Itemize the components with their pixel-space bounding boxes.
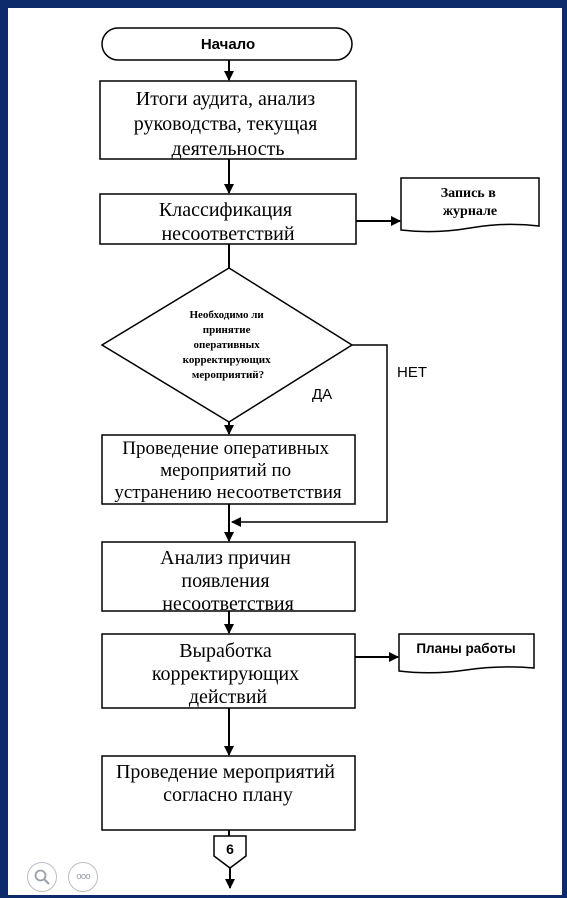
frame-border-bottom (0, 895, 567, 898)
process-operative-measures (101, 434, 356, 505)
offpage-connector (213, 835, 247, 869)
branch-no-line (231, 344, 388, 527)
frame-border-right (562, 0, 567, 898)
more-icon: ooo (76, 872, 90, 882)
process-classification (99, 193, 357, 245)
process-corrective-line-3: действий (189, 686, 268, 708)
decision-line-5: мероприятий? (192, 369, 264, 381)
process-cause-line-3: несоответствия (162, 593, 294, 615)
process-operative-line-3: устранению несоответствия (114, 482, 342, 503)
document-work-plans-label: Планы работы (416, 641, 515, 656)
process-corrective-line-1: Выработка (179, 640, 272, 662)
process-classification-line-2: несоответствий (161, 223, 294, 245)
process-corrective-line-2: корректирующих (152, 663, 299, 685)
process-cause-analysis (101, 541, 356, 612)
svg-text:Проведение оперативных мер: Проведение оперативных мероприятий по ус… (114, 438, 342, 503)
more-options-button[interactable]: ooo (68, 862, 98, 892)
document-work-plans (398, 633, 535, 674)
document-journal-line-1: Запись в (441, 186, 496, 201)
process-audit-line-2: руководства, текущая (134, 113, 318, 135)
document-journal-line-2: журнале (443, 204, 497, 219)
offpage-connector-label: 6 (226, 841, 234, 857)
svg-text:Классификация несоответств: Классификация несоответствий (159, 199, 297, 245)
branch-yes-label: ДА (312, 386, 332, 403)
start-terminator (101, 27, 353, 61)
decision-line-1: Необходимо ли (189, 309, 264, 321)
document-journal-entry (400, 177, 540, 233)
start-label: Начало (201, 36, 255, 53)
process-execution-line-1: Проведение мероприятий (116, 761, 335, 783)
svg-text:Проведение мероприятий сог: Проведение мероприятий согласно плану (116, 761, 340, 806)
svg-text:Необходимо ли принятие: Необходимо ли принятие оперативных корре… (183, 309, 274, 381)
process-classification-line-1: Классификация (159, 199, 292, 221)
svg-text:Запись в журнале: Запись в журнале (441, 186, 500, 219)
process-audit-line-1: Итоги аудита, анализ (136, 88, 315, 110)
process-execution-line-2: согласно плану (163, 784, 293, 806)
zoom-button[interactable] (27, 862, 57, 892)
svg-text:Итоги аудита, анализ руков: Итоги аудита, анализ руководства, текуща… (134, 88, 323, 160)
process-cause-line-2: появления (181, 570, 269, 592)
frame-border-top (0, 0, 567, 8)
decision-line-4: корректирующих (183, 354, 271, 366)
svg-text:Анализ причин появления: Анализ причин появления несоответствия (160, 547, 296, 615)
zoom-icon (34, 869, 50, 885)
process-audit-line-3: деятельность (172, 138, 285, 160)
decision-line-2: принятие (203, 324, 251, 336)
process-cause-line-1: Анализ причин (160, 547, 291, 569)
frame-border-left (0, 0, 8, 898)
svg-text:Выработка корректирующих: Выработка корректирующих действий (152, 640, 304, 708)
process-plan-execution (101, 755, 356, 831)
process-audit-results (99, 80, 357, 160)
branch-no-label: НЕТ (397, 364, 427, 381)
decision-line-3: оперативных (194, 339, 261, 351)
process-operative-line-1: Проведение оперативных (122, 438, 329, 459)
process-operative-line-2: мероприятий по (160, 460, 291, 481)
